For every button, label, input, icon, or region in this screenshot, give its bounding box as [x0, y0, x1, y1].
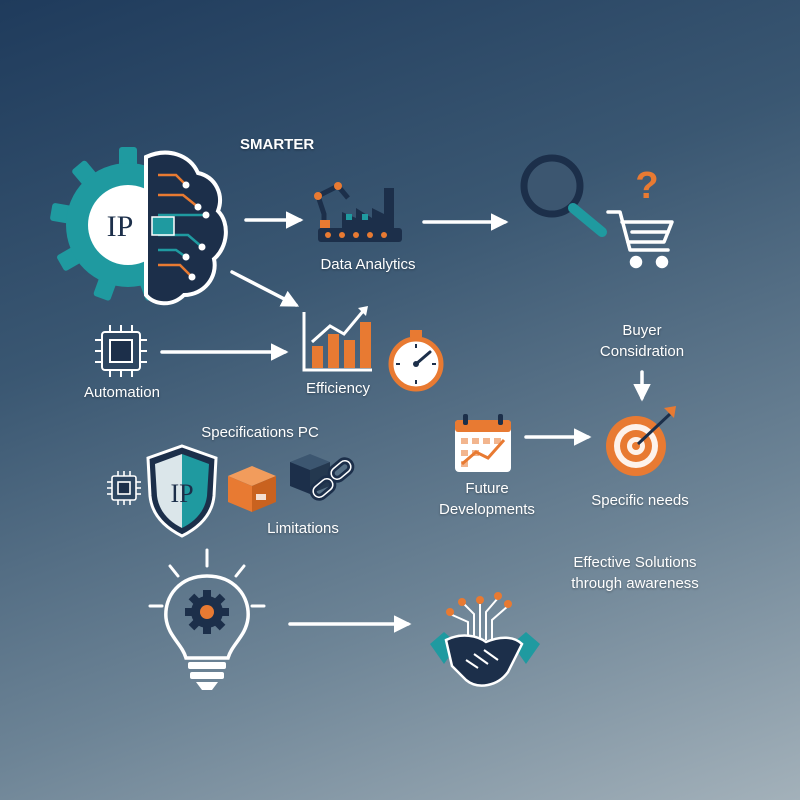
target-arrow-icon — [606, 406, 676, 476]
factory-robot-icon — [314, 182, 402, 242]
chain-link-icon — [290, 454, 355, 501]
effective-solutions-label-line2: through awareness — [571, 575, 699, 592]
shield-ip-icon — [146, 444, 218, 538]
future-developments-label-line2: Developments — [439, 501, 535, 518]
shopping-cart-icon — [606, 210, 674, 269]
smarter-label: SMARTER — [240, 136, 315, 153]
buyer-consideration-label-line2: Considration — [599, 343, 685, 360]
handshake-circuit-icon — [430, 592, 540, 687]
box-icon — [228, 466, 276, 512]
buyer-consideration-label-line1: Buyer — [622, 322, 662, 339]
ip-core-text: IP — [107, 210, 134, 243]
gear-brain-ip-icon — [50, 147, 228, 306]
lightbulb-gear-icon — [148, 548, 266, 690]
specifications-pc-label: Specifications PC — [201, 424, 319, 441]
limitations-label: Limitations — [267, 520, 339, 537]
shield-ip-text: IP — [170, 479, 193, 508]
arrows — [160, 211, 651, 633]
cpu-chip-small-icon — [107, 471, 141, 505]
bar-chart-growth-icon — [302, 306, 372, 372]
calendar-chart-icon — [455, 414, 511, 472]
automation-label: Automation — [84, 384, 160, 401]
effective-solutions-label-line1: Effective Solutions — [573, 554, 697, 571]
stopwatch-icon — [388, 330, 444, 392]
future-developments-label-line1: Future — [465, 480, 509, 497]
cpu-chip-icon — [95, 325, 147, 377]
question-mark-icon: ? — [635, 165, 658, 207]
arrow-ip-to-efficiency — [230, 270, 300, 307]
magnifier-icon — [520, 154, 607, 237]
efficiency-label: Efficiency — [306, 380, 370, 397]
data-analytics-label: Data Analytics — [320, 256, 416, 273]
specific-needs-label: Specific needs — [591, 492, 689, 509]
